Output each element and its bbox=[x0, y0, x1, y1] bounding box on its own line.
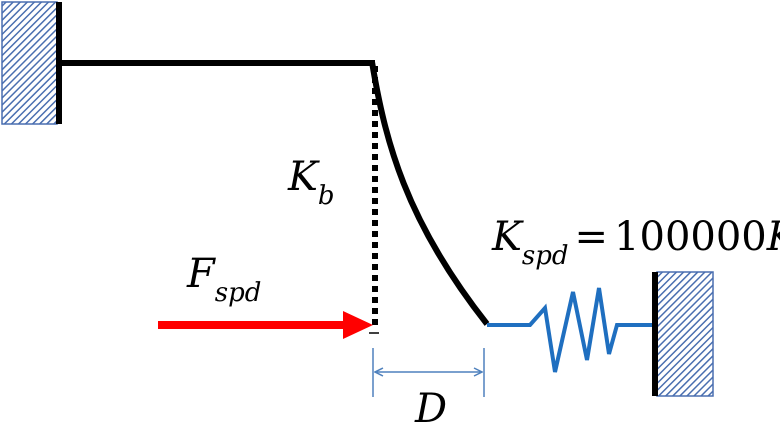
force-label: Fspd bbox=[186, 251, 261, 308]
right-support bbox=[652, 271, 714, 397]
stiffness-main: K bbox=[491, 214, 524, 260]
zigzag-spring-icon bbox=[487, 287, 655, 373]
stiffness-coefficient: 100000 bbox=[614, 214, 767, 260]
left-support bbox=[1, 1, 62, 125]
stiffness-label: Kspd=100000Kb bbox=[491, 214, 780, 271]
force-arrow bbox=[158, 311, 373, 339]
stiffness-k: K bbox=[766, 214, 780, 260]
displacement-dimension bbox=[372, 348, 485, 397]
kb-main: K bbox=[287, 154, 320, 200]
kb-label: Kb bbox=[287, 154, 335, 211]
deflected-member bbox=[369, 61, 490, 326]
force-arrow-head bbox=[343, 311, 373, 339]
hatched-wall-icon bbox=[656, 271, 714, 397]
force-sub: spd bbox=[215, 278, 262, 308]
stiffness-sub: spd bbox=[522, 241, 569, 271]
stiffness-equals: = bbox=[575, 214, 609, 260]
hatched-wall-icon bbox=[1, 1, 58, 125]
force-main: F bbox=[186, 251, 216, 297]
displacement-label: D bbox=[414, 386, 447, 432]
kb-sub: b bbox=[318, 181, 335, 211]
